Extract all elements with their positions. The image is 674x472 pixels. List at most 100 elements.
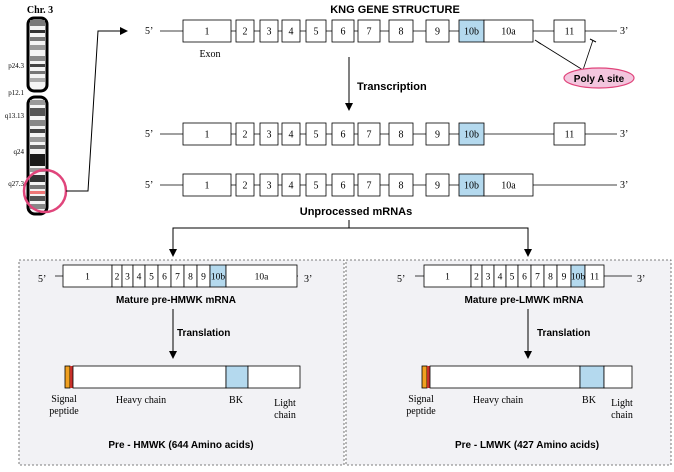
- exon-label: 3: [267, 130, 272, 141]
- exon-label: 3: [267, 27, 272, 38]
- exon-label: 1: [445, 272, 450, 282]
- signal-label: peptide: [406, 406, 436, 417]
- three-prime-label: 3’: [620, 180, 628, 191]
- exon-label: 10b: [571, 272, 586, 282]
- exon-box: [425, 19, 450, 43]
- signal-peptide-segment: [427, 366, 430, 388]
- light-chain-label: chain: [611, 410, 633, 421]
- exon-label: 9: [562, 272, 567, 282]
- exon-label: 1: [85, 272, 90, 282]
- exon-label: 6: [341, 27, 346, 38]
- exon-label: 6: [162, 272, 167, 282]
- chromosome-label: Chr. 3: [27, 5, 53, 16]
- exon-box: [182, 173, 232, 197]
- light-chain-label: Light: [274, 398, 296, 409]
- transcription-label: Transcription: [357, 81, 427, 93]
- exon-label: 11: [590, 272, 599, 282]
- exon-label: 4: [137, 272, 142, 282]
- chromosome-q-arm: [26, 95, 49, 216]
- exon-box: [259, 122, 279, 146]
- three-prime-label: 3’: [304, 274, 312, 285]
- heavy-chain-segment: [72, 365, 227, 389]
- exon-box: [235, 19, 255, 43]
- poly-a-tick: [534, 39, 542, 45]
- exon-label: 3: [125, 272, 130, 282]
- exon-label: 4: [289, 181, 294, 192]
- exon-box: [331, 122, 355, 146]
- exon-label: 8: [548, 272, 553, 282]
- exon-box: [281, 122, 301, 146]
- signal-label: Signal: [51, 394, 77, 405]
- exon-label: 4: [498, 272, 503, 282]
- band-label: q24: [14, 148, 25, 156]
- mature-label: Mature pre-LMWK mRNA: [465, 295, 584, 306]
- signal-peptide-segment: [70, 366, 73, 388]
- exon-label: 2: [115, 272, 120, 282]
- protein-label: Pre - HMWK (644 Amino acids): [108, 440, 253, 451]
- exon-label: 5: [314, 130, 319, 141]
- lmwk-protein-bar: [421, 365, 633, 389]
- exon-box: [357, 173, 381, 197]
- exon-box: [331, 173, 355, 197]
- exon-caption: Exon: [199, 49, 220, 60]
- signal-label: Signal: [408, 394, 434, 405]
- bk-segment: [579, 365, 605, 389]
- exon-box: [305, 122, 327, 146]
- five-prime-label: 5’: [397, 274, 405, 285]
- hmwk-protein-bar: [64, 365, 301, 389]
- exon-label: 9: [435, 27, 440, 38]
- exon-label: 2: [474, 272, 479, 282]
- five-prime-label: 5’: [145, 26, 153, 37]
- exon-box: [235, 173, 255, 197]
- exon-label: 2: [243, 27, 248, 38]
- bk-label: BK: [582, 395, 597, 406]
- exon-label: 7: [367, 27, 372, 38]
- exon-label: 6: [522, 272, 527, 282]
- exon-label: 8: [399, 181, 404, 192]
- exon-box: [225, 264, 298, 288]
- exon-box: [388, 122, 414, 146]
- exon-box: [281, 173, 301, 197]
- heavy-chain-label: Heavy chain: [473, 395, 523, 406]
- protein-label: Pre - LMWK (427 Amino acids): [455, 440, 599, 451]
- light-chain-label: chain: [274, 410, 296, 421]
- exon-label: 4: [289, 27, 294, 38]
- exon-label: 2: [243, 181, 248, 192]
- exon-label: 5: [510, 272, 515, 282]
- exon-box: [259, 19, 279, 43]
- mature-label: Mature pre-HMWK mRNA: [116, 295, 236, 306]
- exon-label: 8: [399, 130, 404, 141]
- exon-box: [553, 122, 586, 146]
- exon-label: 5: [149, 272, 154, 282]
- band-label: p12.1: [8, 89, 24, 97]
- exon-box: [331, 19, 355, 43]
- five-prime-label: 5’: [145, 180, 153, 191]
- exon-label: 6: [341, 130, 346, 141]
- exon-label: 3: [486, 272, 491, 282]
- exon-box: [235, 122, 255, 146]
- light-chain-segment: [247, 365, 301, 389]
- exon-box: [305, 19, 327, 43]
- five-prime-label: 5’: [145, 129, 153, 140]
- heavy-chain-segment: [429, 365, 581, 389]
- exon-label: 10b: [464, 27, 479, 38]
- exon-label: 10a: [255, 272, 270, 282]
- exon-label: 9: [435, 181, 440, 192]
- poly-a-ellipse: [563, 67, 635, 89]
- exon-box: [388, 173, 414, 197]
- poly-a-line: [582, 39, 594, 71]
- heavy-chain-label: Heavy chain: [116, 395, 166, 406]
- exon-box: [425, 122, 450, 146]
- light-chain-label: Light: [611, 398, 633, 409]
- exon-box: [182, 19, 232, 43]
- exon-label: 9: [201, 272, 206, 282]
